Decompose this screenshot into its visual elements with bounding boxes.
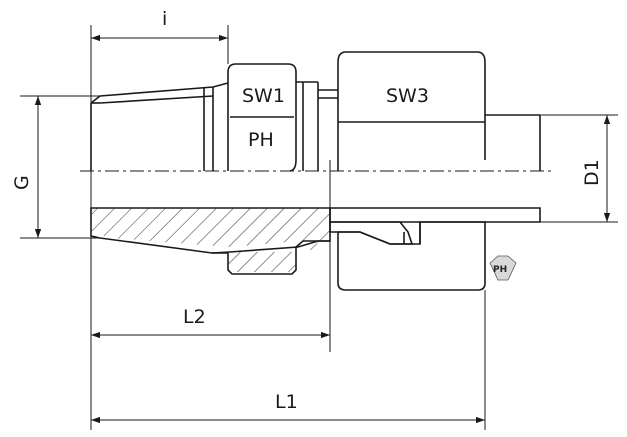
label-g: G — [11, 175, 33, 190]
label-l2: L2 — [183, 306, 206, 328]
extension-lines — [20, 25, 618, 430]
label-sw1: SW1 — [242, 85, 285, 107]
hexagon-logo-icon: PH — [489, 255, 517, 281]
label-d1: D1 — [581, 159, 603, 186]
upper-outline — [90, 51, 541, 172]
label-i: i — [162, 8, 167, 30]
lower-section — [90, 207, 541, 291]
label-sw3: SW3 — [386, 85, 429, 107]
label-ph: PH — [248, 129, 274, 151]
logo-text: PH — [493, 265, 507, 275]
label-l1: L1 — [275, 391, 298, 413]
dimension-lines — [34, 34, 611, 424]
